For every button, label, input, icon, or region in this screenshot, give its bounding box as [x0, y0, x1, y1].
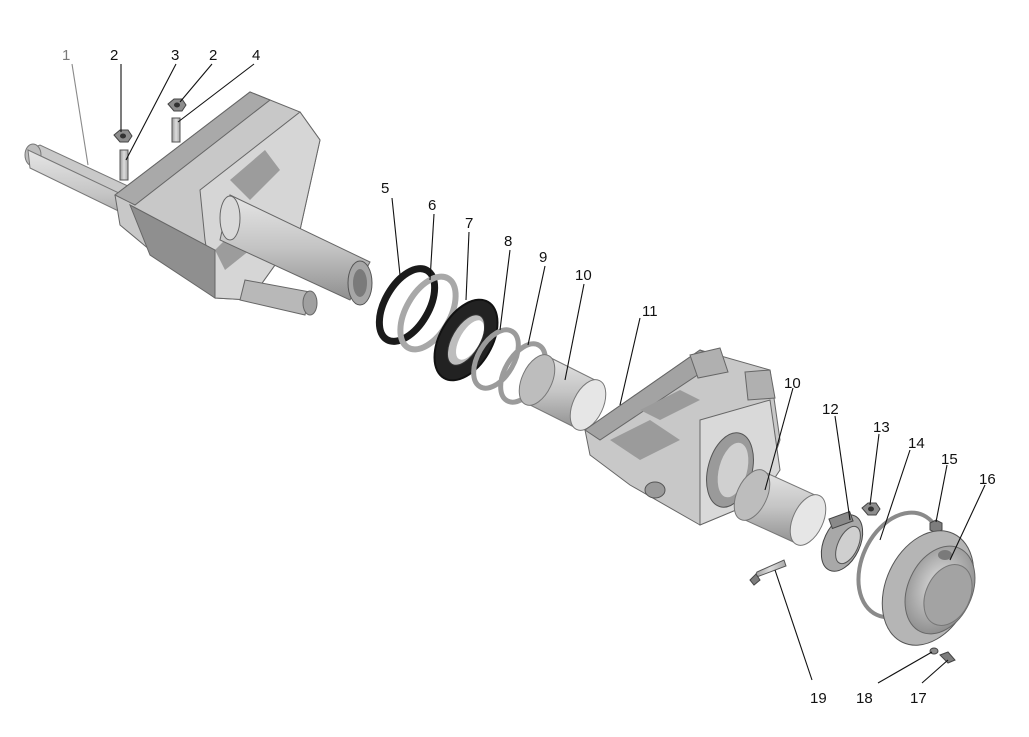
bolt-part-17	[939, 651, 956, 664]
leader-line-1	[71, 63, 89, 166]
callout-13: 13	[873, 419, 890, 436]
stud-part-3	[119, 149, 129, 181]
leader-line-12	[834, 415, 851, 521]
callout-14: 14	[908, 435, 925, 452]
callout-5: 5	[381, 180, 389, 197]
bushing-part-10b	[733, 469, 827, 546]
nut-part-2a	[113, 129, 133, 143]
leader-line-8	[499, 249, 511, 331]
callout-1: 1	[62, 47, 70, 64]
leader-line-5	[391, 197, 401, 276]
callout-18: 18	[856, 690, 873, 707]
nut-part-2b	[167, 98, 187, 112]
callout-4: 4	[252, 47, 260, 64]
leader-line-16	[949, 484, 986, 561]
callout-7: 7	[465, 215, 473, 232]
housing-part-11	[584, 347, 781, 526]
callout-8: 8	[504, 233, 512, 250]
clamp-part-12	[820, 510, 864, 572]
seal-ring-part-5	[375, 265, 439, 345]
callout-19: 19	[810, 690, 827, 707]
bushing-part-10a	[518, 354, 607, 431]
callout-11: 11	[642, 303, 658, 320]
stud-part-4	[171, 117, 181, 143]
callout-16: 16	[979, 471, 996, 488]
leader-line-17	[921, 659, 949, 684]
callout-15: 15	[941, 451, 958, 468]
callout-9: 9	[539, 249, 547, 266]
bearing-part-7	[433, 298, 499, 382]
cover-part-16	[881, 530, 976, 646]
leader-line-15	[935, 464, 948, 523]
leader-line-9	[527, 265, 546, 346]
bolt-part-19	[749, 559, 787, 586]
leader-line-10a	[564, 283, 585, 381]
leader-line-6	[429, 213, 435, 281]
leader-line-3	[125, 63, 177, 161]
nut-part-13	[861, 502, 881, 516]
leader-line-13	[869, 433, 880, 506]
callout-10b: 10	[784, 375, 801, 392]
callout-2b: 2	[209, 47, 217, 64]
callout-2a: 2	[110, 47, 118, 64]
frame-beam-part	[24, 91, 373, 316]
callout-17: 17	[910, 690, 927, 707]
ring-part-8	[471, 327, 521, 391]
callout-12: 12	[822, 401, 839, 418]
callouts-layer: 1 2 3 2 4 5 6 7 8 9 10 11 10 12 13 14 15	[62, 47, 996, 707]
callout-3: 3	[171, 47, 179, 64]
leader-line-4	[177, 63, 255, 123]
callout-6: 6	[428, 197, 436, 214]
callout-10a: 10	[575, 267, 592, 284]
leader-line-18	[877, 651, 933, 684]
leader-line-14	[879, 449, 911, 541]
leader-line-19	[774, 569, 813, 681]
leader-line-10b	[764, 387, 794, 491]
leader-line-11	[619, 317, 641, 406]
washer-part-18	[929, 647, 939, 655]
leader-line-2b	[179, 63, 213, 103]
leader-line-7	[465, 231, 470, 301]
